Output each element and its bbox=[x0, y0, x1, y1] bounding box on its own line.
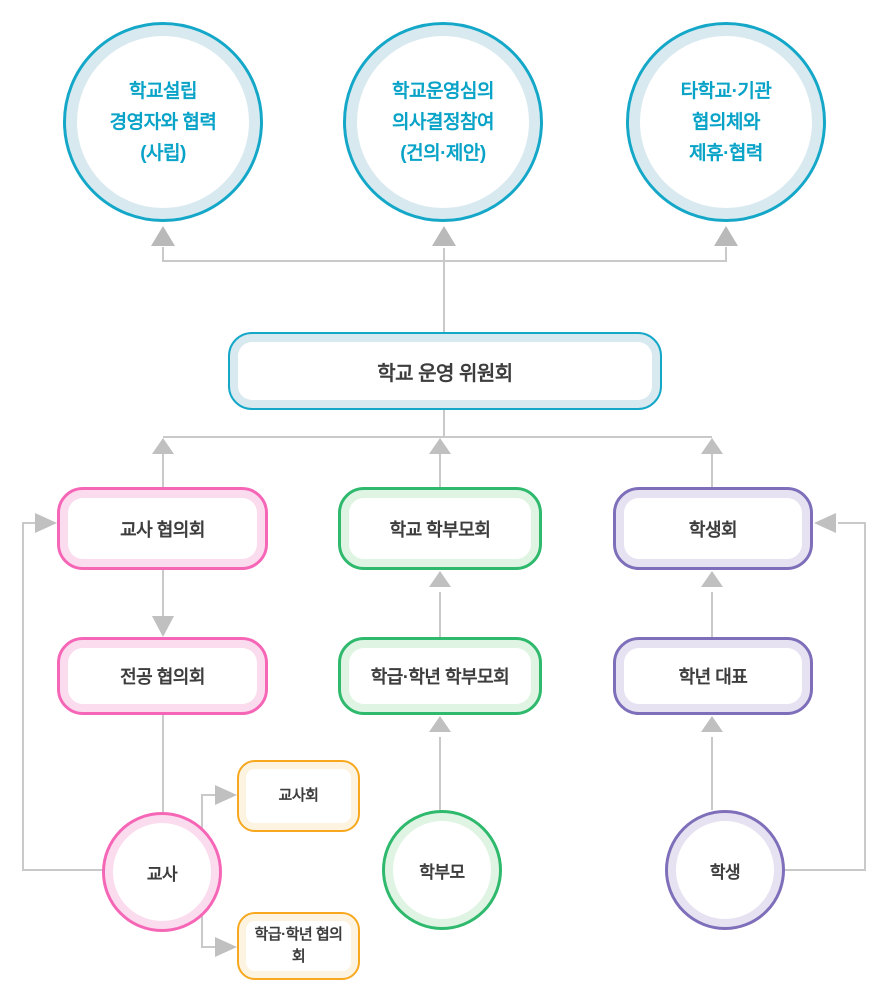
circle-external-alliance: 타학교·기관 협의체와 제휴·협력 bbox=[626, 22, 826, 222]
arrowhead-up-icon bbox=[701, 438, 723, 454]
circle-label-line: 의사결정참여 bbox=[392, 111, 494, 133]
connector-line bbox=[162, 452, 164, 487]
connector-line bbox=[163, 436, 712, 438]
circle-label-line: 타학교·기관 bbox=[680, 80, 772, 102]
connector-line bbox=[783, 869, 866, 871]
circle-label-line: 제휴·협력 bbox=[689, 142, 763, 164]
connector-line bbox=[711, 737, 713, 810]
circle-student: 학생 bbox=[665, 810, 785, 930]
connector-line bbox=[22, 522, 38, 524]
box-school-steering-committee: 학교 운영 위원회 bbox=[228, 332, 662, 410]
arrowhead-down-icon bbox=[152, 616, 174, 637]
arrowhead-left-icon bbox=[814, 513, 836, 533]
connector-line bbox=[864, 522, 866, 871]
arrowhead-right-icon bbox=[215, 785, 237, 805]
connector-line bbox=[22, 522, 24, 871]
arrowhead-up-icon bbox=[432, 226, 456, 246]
box-label: 교사 협의회 bbox=[120, 519, 205, 540]
connector-line bbox=[201, 916, 203, 948]
connector-line bbox=[439, 452, 441, 487]
arrowhead-up-icon bbox=[701, 716, 723, 732]
circle-label-line: 경영자와 협력 bbox=[109, 111, 217, 133]
box-label: 학급·학년 학부모회 bbox=[370, 667, 510, 687]
arrowhead-up-icon bbox=[429, 716, 451, 732]
arrowhead-up-icon bbox=[152, 438, 174, 454]
box-label: 학교 학부모회 bbox=[389, 519, 491, 540]
connector-line bbox=[22, 869, 104, 871]
connector-line bbox=[443, 410, 445, 438]
connector-line bbox=[162, 570, 164, 616]
connector-line bbox=[201, 795, 203, 829]
box-grade-representative: 학년 대표 bbox=[613, 637, 813, 715]
arrowhead-up-icon bbox=[429, 438, 451, 454]
box-label: 전공 협의회 bbox=[120, 667, 205, 687]
arrowhead-up-icon bbox=[714, 226, 738, 246]
arrowhead-up-icon bbox=[151, 226, 175, 246]
connector-line bbox=[162, 247, 164, 262]
connector-line bbox=[162, 715, 164, 812]
connector-line bbox=[163, 260, 726, 262]
box-label: 학교 운영 위원회 bbox=[377, 362, 513, 385]
connector-line bbox=[443, 248, 445, 332]
arrowhead-up-icon bbox=[429, 571, 451, 587]
connector-line bbox=[711, 592, 713, 637]
box-class-grade-parents: 학급·학년 학부모회 bbox=[338, 637, 542, 715]
circle-label-line: (건의·제안) bbox=[400, 142, 486, 164]
arrowhead-up-icon bbox=[701, 571, 723, 587]
box-school-parents-association: 학교 학부모회 bbox=[338, 487, 542, 570]
box-label: 학년 대표 bbox=[678, 667, 748, 687]
circle-label-line: 협의체와 bbox=[692, 111, 760, 133]
box-major-council: 전공 협의회 bbox=[57, 637, 268, 715]
circle-teacher: 교사 bbox=[102, 812, 222, 932]
circle-label: 교사 bbox=[146, 864, 178, 884]
circle-decision-participation: 학교운영심의 의사결정참여 (건의·제안) bbox=[343, 22, 543, 222]
arrowhead-right-icon bbox=[215, 937, 237, 957]
connector-line bbox=[725, 247, 727, 262]
circle-label: 학생 bbox=[709, 862, 741, 882]
connector-line bbox=[439, 592, 441, 637]
circle-label: 학부모 bbox=[419, 862, 465, 882]
box-label: 학급·학년 협의회 bbox=[254, 926, 343, 965]
box-teachers-meeting: 교사회 bbox=[237, 760, 360, 832]
connector-line bbox=[439, 737, 441, 810]
box-label: 교사회 bbox=[278, 787, 319, 804]
circle-parent: 학부모 bbox=[382, 810, 502, 930]
circle-label-line: 학교운영심의 bbox=[392, 80, 494, 102]
connector-line bbox=[838, 522, 866, 524]
circle-school-founder: 학교설립 경영자와 협력 (사립) bbox=[63, 22, 263, 222]
box-student-council: 학생회 bbox=[613, 487, 813, 570]
box-teacher-council: 교사 협의회 bbox=[57, 487, 268, 570]
circle-label-line: (사립) bbox=[140, 142, 186, 164]
box-class-grade-council: 학급·학년 협의회 bbox=[237, 912, 360, 980]
connector-line bbox=[201, 946, 217, 948]
box-label: 학생회 bbox=[688, 519, 738, 540]
connector-line bbox=[201, 794, 217, 796]
arrowhead-right-icon bbox=[35, 513, 57, 533]
circle-label-line: 학교설립 bbox=[129, 80, 197, 102]
connector-line bbox=[711, 452, 713, 487]
